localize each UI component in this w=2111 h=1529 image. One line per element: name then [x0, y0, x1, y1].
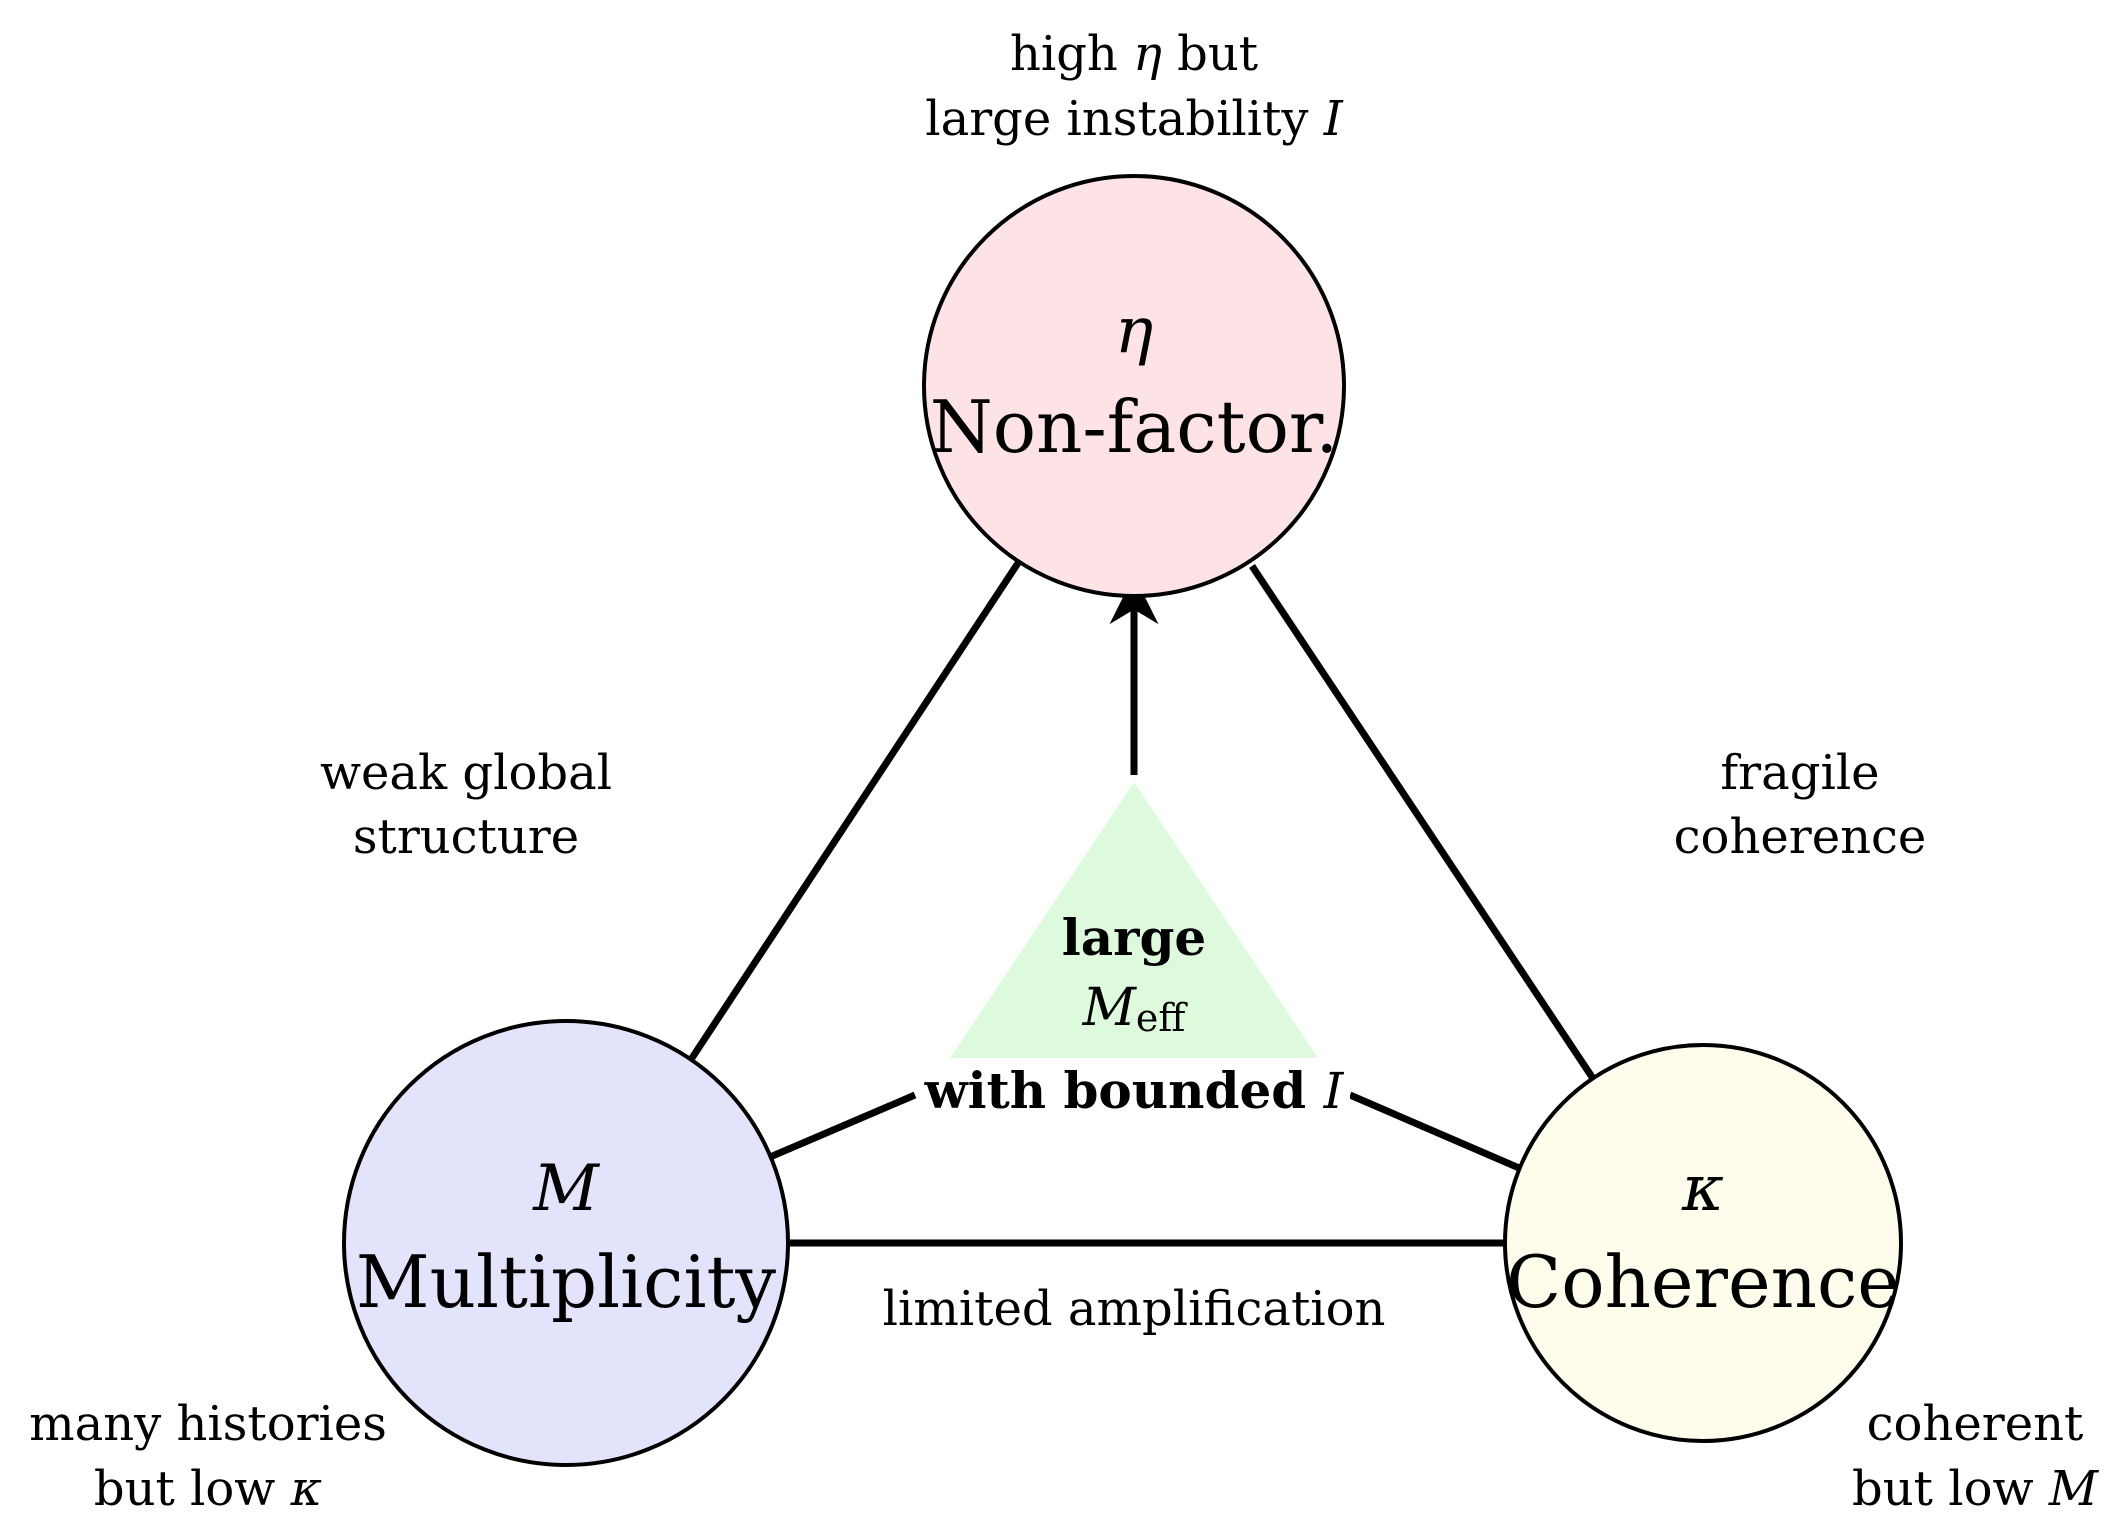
edge-top-right	[1249, 564, 1597, 1082]
edge-top-left	[689, 561, 1021, 1060]
node-coherence	[1503, 1043, 1903, 1443]
right-edge-line1: fragile	[1720, 745, 1879, 801]
right-corner-line2: but low M	[1852, 1461, 2100, 1517]
left-corner-line2: but low κ	[94, 1461, 322, 1517]
center-caption-backdrop	[920, 1062, 1350, 1128]
top-annotation-line1: high η but	[1010, 26, 1258, 82]
center-large: large	[1062, 908, 1207, 967]
node-non-factor-symbol: η	[1115, 294, 1153, 368]
right-corner-line1: coherent	[1867, 1396, 2084, 1452]
node-multiplicity	[342, 1019, 790, 1467]
bottom-edge-label: limited amplification	[883, 1281, 1386, 1337]
center-triangle	[950, 782, 1318, 1058]
top-annotation-line2: large instability I	[925, 91, 1344, 147]
center-bounded: with bounded I	[924, 1061, 1345, 1120]
node-multiplicity-symbol: M	[532, 1152, 600, 1226]
node-multiplicity-name: Multiplicity	[356, 1240, 777, 1324]
center-meff: Meff	[1082, 978, 1189, 1040]
node-coherence-symbol: κ	[1681, 1152, 1724, 1226]
node-non-factor	[922, 174, 1346, 598]
left-corner-line1: many histories	[29, 1396, 387, 1452]
right-edge-line2: coherence	[1674, 809, 1927, 865]
left-edge-line1: weak global	[320, 745, 612, 801]
node-coherence-name: Coherence	[1506, 1240, 1900, 1324]
left-edge-line2: structure	[353, 809, 579, 865]
node-non-factor-name: Non-factor.	[930, 385, 1339, 469]
